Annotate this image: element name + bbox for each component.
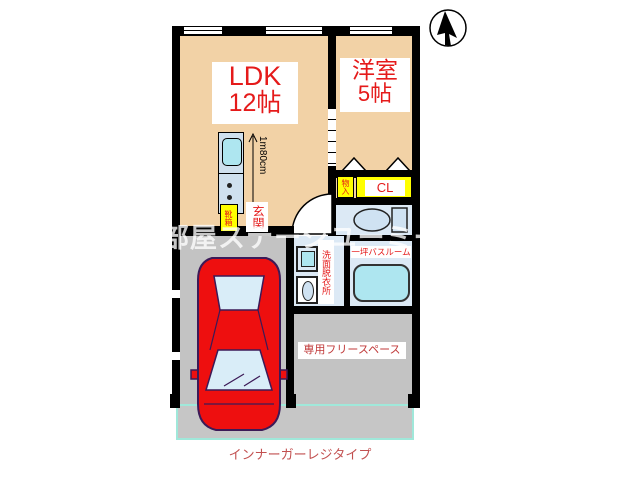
washroom-label: 洗面脱衣所 <box>318 240 334 304</box>
wall-closet-bottom <box>336 198 414 205</box>
wall-left <box>172 26 180 236</box>
wall-toilet-bottom <box>336 235 420 241</box>
ldk-area: 12帖 <box>228 89 282 118</box>
plan-caption: インナーガーレジタイプ <box>228 447 372 462</box>
wall-western-bottom <box>336 170 414 178</box>
ldk-name: LDK <box>228 61 282 91</box>
kitchen-sink-icon <box>222 138 242 166</box>
kitchen-dimension-label: 1m80cm <box>257 136 268 175</box>
car-icon <box>190 257 288 431</box>
kitchen-counter <box>218 132 244 214</box>
wall-garage-left-1 <box>172 236 180 290</box>
wall-garage-left-3 <box>172 360 180 394</box>
wall-divider-top <box>328 36 336 108</box>
entrance-label: 玄関 <box>246 202 268 232</box>
post-left <box>170 394 180 408</box>
window-western <box>350 27 392 34</box>
western-room-name: 洋室 <box>352 57 398 83</box>
window-ldk-2 <box>266 27 322 34</box>
free-space-label: 専用フリースペース <box>298 342 406 359</box>
site-watermark: 部屋ステージユーミー <box>162 223 442 253</box>
bathtub-icon <box>353 264 410 302</box>
storage-closet: 物入 <box>337 176 354 198</box>
ldk-label-box: LDK 12帖 <box>212 62 298 124</box>
wall-garage-left-2 <box>172 298 180 352</box>
washing-machine-icon <box>296 246 318 272</box>
shoebox: 靴箱 <box>220 204 238 232</box>
wall-garage-washroom <box>286 226 294 406</box>
post-middle <box>286 394 296 408</box>
wall-wetrooms-bottom <box>294 306 420 314</box>
stove-burner-icon <box>227 195 232 200</box>
shoebox-label: 靴箱 <box>224 210 233 226</box>
compass-north-icon <box>429 9 467 47</box>
stove-burner-icon <box>227 183 232 188</box>
storage-label: 物入 <box>341 179 350 195</box>
toilet-icon <box>353 207 408 233</box>
free-space-floor <box>294 314 412 406</box>
bathroom-label: 一坪バスルーム <box>351 246 411 258</box>
post-right <box>408 394 420 408</box>
wall-washroom-bath <box>344 236 350 306</box>
window-ldk-1 <box>184 27 222 34</box>
closet-cl: CL <box>356 176 412 198</box>
washbasin-icon <box>296 276 318 304</box>
western-room-label-box: 洋室 5帖 <box>340 58 410 112</box>
sliding-door-ldk-western <box>328 108 336 166</box>
closet-cl-label: CL <box>365 180 405 196</box>
wall-freespace-right <box>412 312 420 406</box>
western-room-area: 5帖 <box>357 81 393 107</box>
wall-right <box>412 26 420 312</box>
